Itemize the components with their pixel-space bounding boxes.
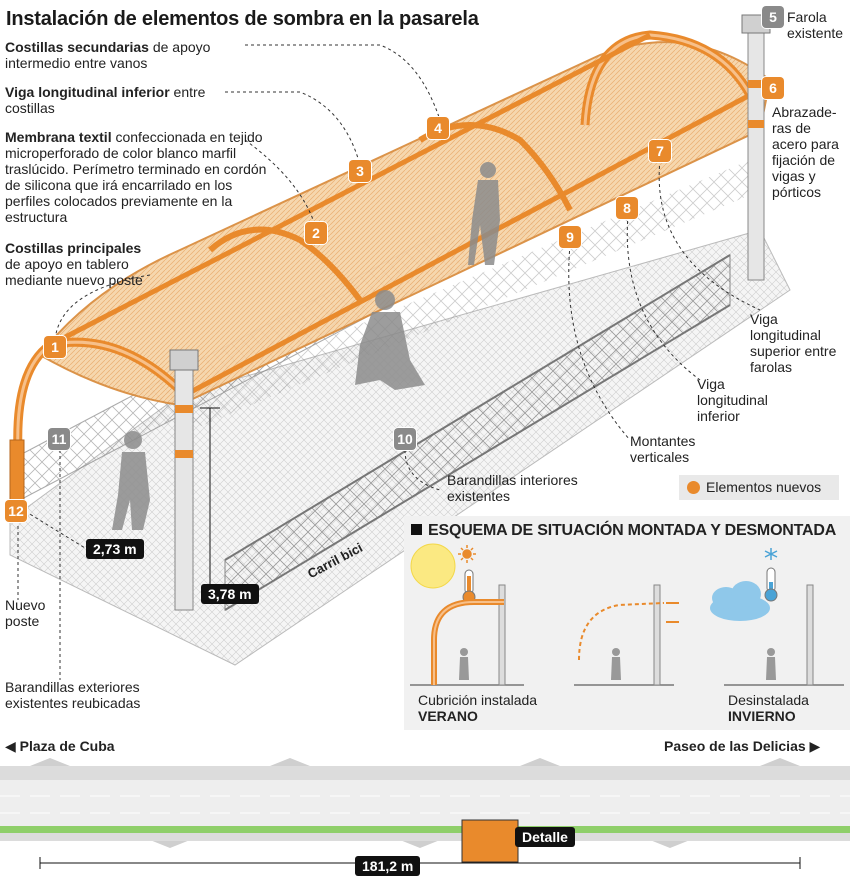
callout-viga-inferior-right: Viga longitudinal inferior <box>697 376 768 424</box>
note-viga-inferior: Viga longitudinal inferior entre costill… <box>5 84 206 116</box>
callout-montantes: Montantes verticales <box>630 433 696 465</box>
upper-beam <box>48 32 652 348</box>
thermometer-cold-icon <box>764 567 778 602</box>
callout-abrazaderas: Abrazade-ras de acero para fijación de v… <box>772 104 839 200</box>
dimension-width: 2,73 m <box>86 539 144 559</box>
callout-farola: Farola existente <box>787 9 844 41</box>
thermometer-hot-icon <box>462 569 476 604</box>
dimension-height: 3,78 m <box>201 584 259 604</box>
dimension-length: 181,2 m <box>355 856 421 876</box>
badge-8: 8 <box>616 197 638 219</box>
detail-zone <box>461 819 519 863</box>
new-post-front <box>174 359 194 611</box>
legend: Elementos nuevos <box>679 475 839 500</box>
badge-10: 10 <box>394 428 416 450</box>
badge-4: 4 <box>427 117 449 139</box>
far-railing <box>180 160 750 435</box>
schema-illustration <box>410 543 844 686</box>
callout-viga-superior: Viga longitudinal superior entre farolas <box>750 311 837 375</box>
cloud-icon <box>710 581 770 621</box>
callout-barandillas-exteriores: Barandillas exteriores existentes reubic… <box>5 679 141 711</box>
place-right: Paseo de las Delicias ▶ <box>664 738 821 754</box>
pedestrian-silhouettes <box>112 162 500 530</box>
badge-7: 7 <box>649 140 671 162</box>
badge-9: 9 <box>559 226 581 248</box>
badge-1: 1 <box>44 336 66 358</box>
badge-12: 12 <box>5 500 27 522</box>
detail-label: Detalle <box>515 827 575 847</box>
existing-lamp-post <box>747 29 765 281</box>
snowflake-icon <box>764 548 778 560</box>
legend-label: Elementos nuevos <box>706 479 822 495</box>
location-map <box>0 758 850 869</box>
sun-icon <box>410 543 456 589</box>
badge-3: 3 <box>349 160 371 182</box>
badge-11: 11 <box>48 428 70 450</box>
callout-barandillas-interiores: Barandillas interiores existentes <box>447 472 578 504</box>
callout-nuevo-poste: Nuevo poste <box>5 597 46 629</box>
badge-5: 5 <box>762 6 784 28</box>
badge-2: 2 <box>305 222 327 244</box>
schema-title: ESQUEMA DE SITUACIÓN MONTADA Y DESMONTAD… <box>411 522 836 540</box>
note-costillas-secundarias: Costillas secundarias de apoyo intermedi… <box>5 39 211 71</box>
secondary-rib-1 <box>208 226 363 302</box>
badge-6: 6 <box>762 77 784 99</box>
walkway-green <box>0 826 850 833</box>
sun-small-icon <box>458 545 476 563</box>
legend-swatch <box>687 481 700 494</box>
note-membrana: Membrana textil confeccionada en tejido … <box>5 129 267 225</box>
place-left: ◀ Plaza de Cuba <box>5 738 115 754</box>
page-title: Instalación de elementos de sombra en la… <box>6 8 479 30</box>
